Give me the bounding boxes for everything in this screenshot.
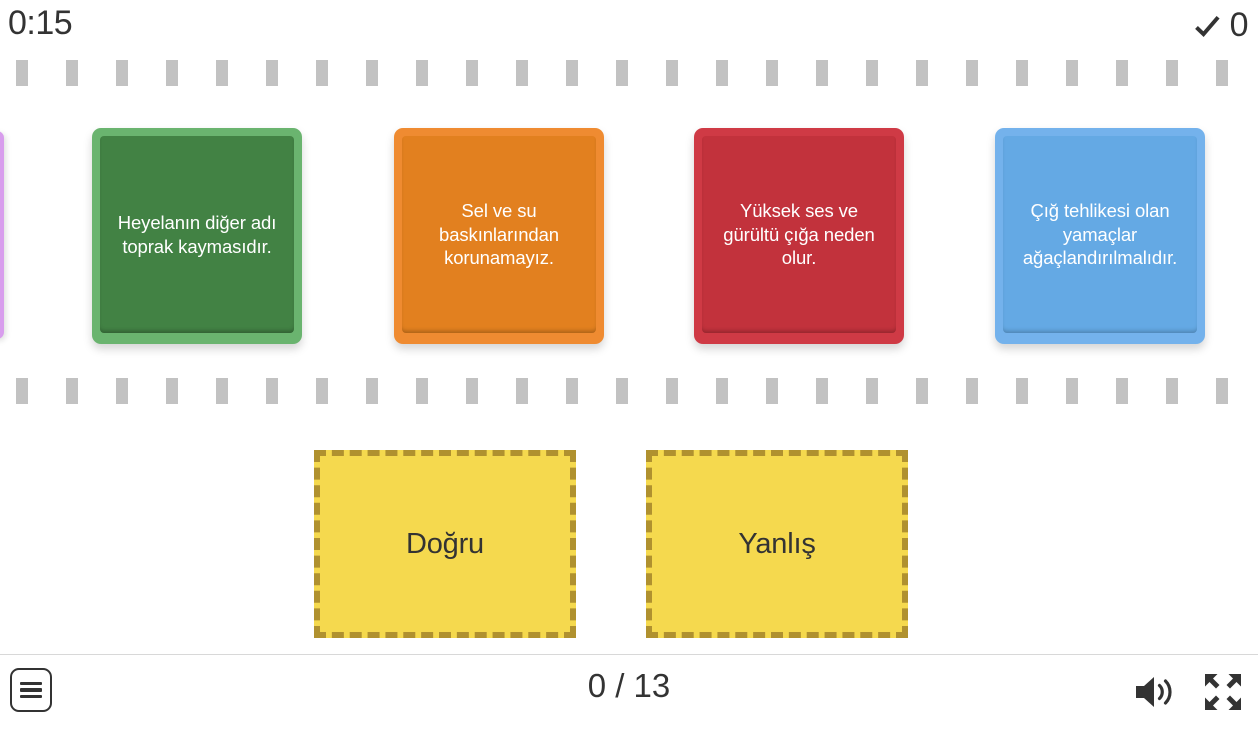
timer: 0:15 — [8, 4, 73, 42]
volume-on-icon[interactable] — [1132, 672, 1176, 712]
card-blue[interactable]: Çığ tehlikesi olan yamaçlar ağaçlandırıl… — [995, 128, 1205, 344]
track-dash — [616, 60, 628, 86]
card-offscreen-partial[interactable] — [0, 131, 4, 339]
hamburger-menu-icon[interactable] — [10, 668, 52, 712]
dropzone-label: Doğru — [406, 527, 484, 560]
track-dash — [316, 60, 328, 86]
track-dash — [466, 378, 478, 404]
dropzone-yanlis[interactable]: Yanlış — [646, 450, 908, 638]
track-dash — [1066, 60, 1078, 86]
progress-counter: 0 / 13 — [587, 667, 671, 704]
dropzone-label: Yanlış — [738, 527, 816, 560]
top-bar: 0:15 0 — [0, 0, 1258, 52]
track-dash — [866, 60, 878, 86]
track-dash — [116, 378, 128, 404]
track-dash — [1016, 378, 1028, 404]
card-orange[interactable]: Sel ve su baskınlarından korunamayız. — [394, 128, 604, 344]
track-dash — [566, 378, 578, 404]
track-dash — [766, 60, 778, 86]
track-dash — [916, 378, 928, 404]
track-dash — [816, 378, 828, 404]
bottom-right-controls — [1132, 671, 1244, 713]
card-text: Heyelanın diğer adı toprak kaymasıdır. — [117, 211, 277, 257]
score-value: 0 — [1229, 6, 1249, 44]
hamburger-bars — [20, 681, 42, 699]
dropzone-dogru[interactable]: Doğru — [314, 450, 576, 638]
track-dash — [216, 378, 228, 404]
track-dash — [266, 60, 278, 86]
track-dash — [516, 60, 528, 86]
track-dash — [1166, 60, 1178, 86]
track-dash — [16, 378, 28, 404]
track-dash — [316, 378, 328, 404]
track-dash — [966, 378, 978, 404]
score-group: 0 — [1193, 6, 1249, 45]
track-dash — [266, 378, 278, 404]
track-dash — [766, 378, 778, 404]
card-red[interactable]: Yüksek ses ve gürültü çığa neden olur. — [694, 128, 904, 344]
track-dash — [366, 378, 378, 404]
track-dash — [816, 60, 828, 86]
track-dash — [166, 378, 178, 404]
card-face: Sel ve su baskınlarından korunamayız. — [402, 136, 596, 333]
track-dash — [1116, 378, 1128, 404]
track-dash — [66, 60, 78, 86]
track-dash — [416, 378, 428, 404]
track-dash — [716, 378, 728, 404]
track-dash — [916, 60, 928, 86]
track-dash — [866, 378, 878, 404]
track-dash — [366, 60, 378, 86]
card-face: Çığ tehlikesi olan yamaçlar ağaçlandırıl… — [1003, 136, 1197, 333]
track-dash — [1116, 60, 1128, 86]
track-dash — [716, 60, 728, 86]
dropzone-lane: Doğru Yanlış — [0, 450, 1258, 638]
track-dash — [66, 378, 78, 404]
track-dash — [116, 60, 128, 86]
track-dash — [1166, 378, 1178, 404]
fullscreen-expand-icon[interactable] — [1202, 671, 1244, 713]
track-dashes-middle — [0, 378, 1258, 404]
bottom-bar: 0 / 13 — [0, 654, 1258, 732]
card-lane: Heyelanın diğer adı toprak kaymasıdır. S… — [0, 128, 1258, 348]
track-dash — [1016, 60, 1028, 86]
card-text: Çığ tehlikesi olan yamaçlar ağaçlandırıl… — [1022, 199, 1178, 269]
track-dash — [666, 378, 678, 404]
track-dash — [16, 60, 28, 86]
track-dash — [166, 60, 178, 86]
check-icon — [1194, 15, 1220, 37]
card-text: Yüksek ses ve gürültü çığa neden olur. — [723, 199, 875, 269]
track-dash — [1216, 378, 1228, 404]
track-dash — [416, 60, 428, 86]
track-dash — [666, 60, 678, 86]
card-text: Sel ve su baskınlarından korunamayız. — [439, 199, 559, 269]
track-dash — [1066, 378, 1078, 404]
track-dash — [616, 378, 628, 404]
track-dash — [466, 60, 478, 86]
track-dash — [1216, 60, 1228, 86]
card-face: Heyelanın diğer adı toprak kaymasıdır. — [100, 136, 294, 333]
track-dash — [566, 60, 578, 86]
track-dashes-top — [0, 60, 1258, 86]
card-face: Yüksek ses ve gürültü çığa neden olur. — [702, 136, 896, 333]
track-dash — [516, 378, 528, 404]
card-green[interactable]: Heyelanın diğer adı toprak kaymasıdır. — [92, 128, 302, 344]
track-dash — [966, 60, 978, 86]
track-dash — [216, 60, 228, 86]
